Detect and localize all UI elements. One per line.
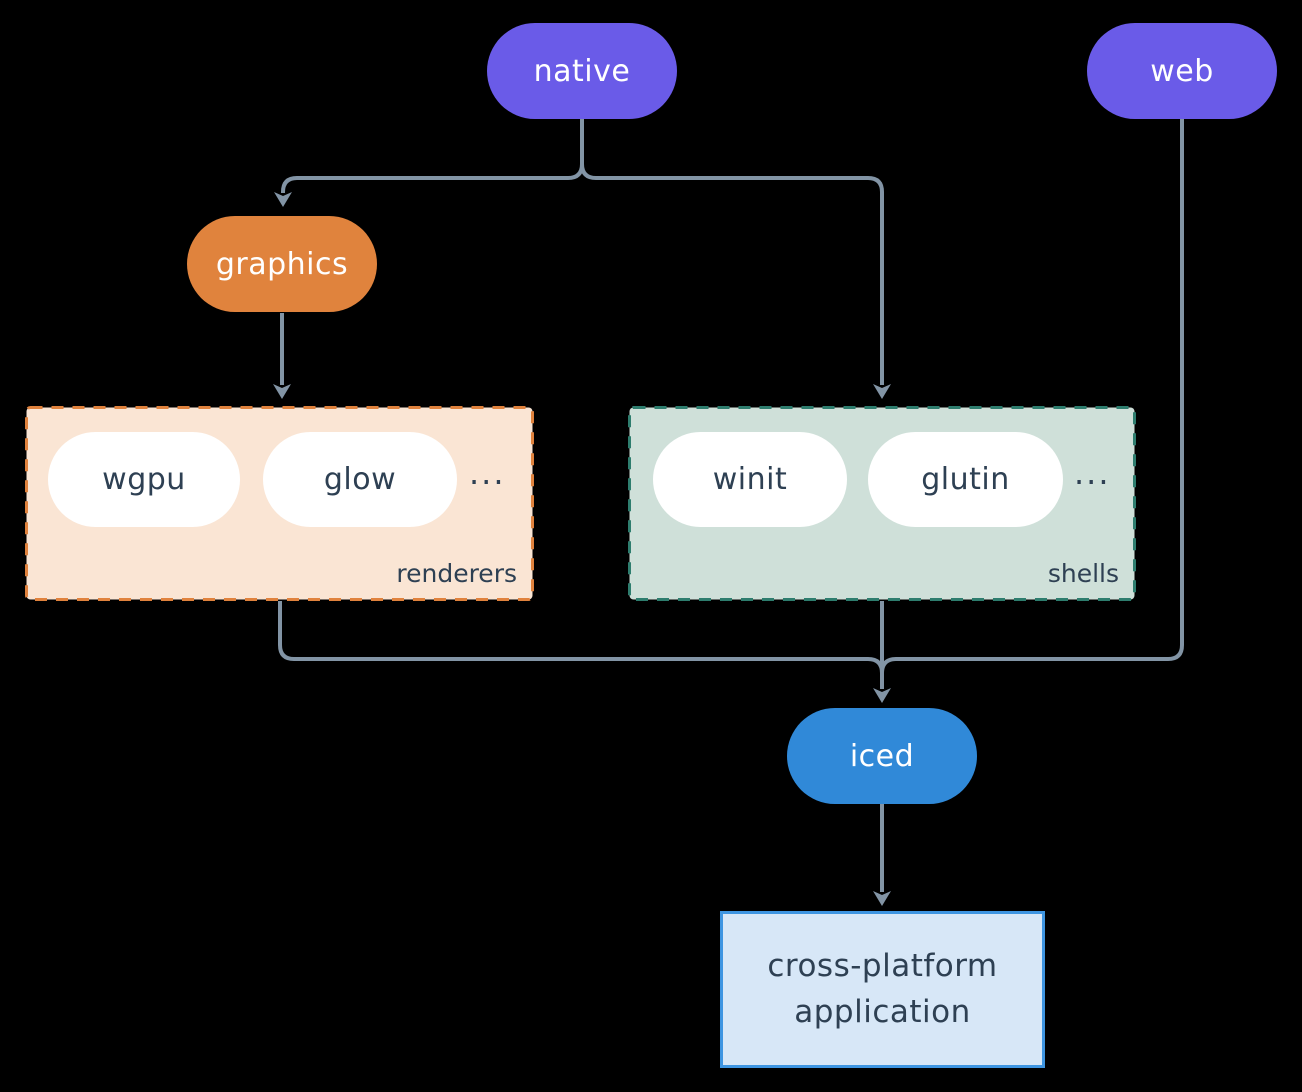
group-renderers: wgpu glow ... renderers <box>25 406 533 600</box>
renderers-ellipsis: ... <box>469 454 506 492</box>
node-iced-label: iced <box>849 738 915 774</box>
node-web: web <box>1087 23 1277 119</box>
node-winit: winit <box>653 432 847 527</box>
shells-group-label: shells <box>1047 559 1119 588</box>
node-graphics: graphics <box>187 216 377 312</box>
edge-native-shells <box>580 119 884 385</box>
arrowhead-graphics <box>274 192 292 207</box>
node-application: cross-platform application <box>720 911 1045 1068</box>
node-wgpu-label: wgpu <box>102 462 186 497</box>
node-graphics-label: graphics <box>215 246 349 282</box>
node-iced: iced <box>787 708 977 804</box>
renderers-group-label: renderers <box>396 559 517 588</box>
application-label-line1: cross-platform <box>767 947 998 984</box>
node-native-label: native <box>533 53 631 89</box>
arrowhead-iced <box>873 688 891 703</box>
node-glutin-label: glutin <box>921 462 1010 497</box>
arrowhead-renderers <box>273 384 291 399</box>
arrowhead-shells <box>873 384 891 399</box>
node-winit-label: winit <box>712 462 788 497</box>
node-glutin: glutin <box>868 432 1063 527</box>
application-label-line2: application <box>794 993 971 1030</box>
edge-renderers-iced <box>278 601 884 674</box>
edge-native-graphics <box>281 119 584 193</box>
node-native: native <box>487 23 677 119</box>
node-glow-label: glow <box>323 462 397 497</box>
node-web-label: web <box>1150 53 1214 89</box>
node-glow: glow <box>263 432 457 527</box>
node-wgpu: wgpu <box>48 432 240 527</box>
group-shells: winit glutin ... shells <box>628 406 1135 600</box>
arrowhead-application <box>873 891 891 906</box>
shells-ellipsis: ... <box>1074 454 1111 492</box>
